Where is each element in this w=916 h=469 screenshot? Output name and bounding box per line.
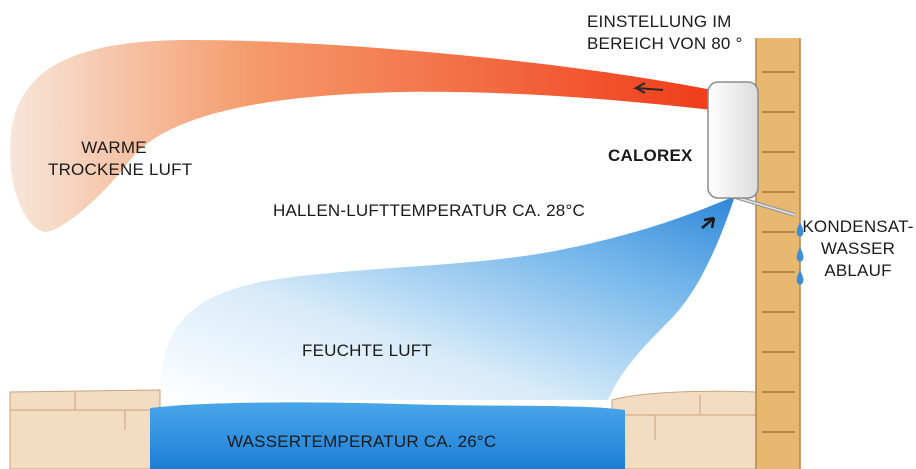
hall-temperature-label: HALLEN-LUFTTEMPERATUR CA. 28°C xyxy=(273,201,585,220)
setting-label: EINSTELLUNG IM BEREICH VON 80 ° xyxy=(587,12,743,53)
humid-air-label: FEUCHTE LUFT xyxy=(302,341,432,360)
condensate-label: KONDENSAT- WASSER ABLAUF xyxy=(802,217,914,280)
water-droplet-icon xyxy=(796,222,804,285)
right-pool-edge xyxy=(611,390,757,469)
humid-air-arrow xyxy=(701,216,716,229)
left-pool-edge xyxy=(9,389,161,469)
calorex-brand-label: CALOREX xyxy=(608,146,693,165)
warm-air-label: WARME TROCKENE LUFT xyxy=(48,138,193,179)
water-temperature-label: WASSERTEMPERATUR CA. 26°C xyxy=(227,432,497,451)
warm-air-arrow xyxy=(632,82,664,94)
brick-wall xyxy=(755,38,801,469)
humid-air-stream xyxy=(160,196,735,400)
dehumidifier-unit xyxy=(707,81,759,199)
warm-air-stream xyxy=(10,40,712,232)
pool-water xyxy=(150,402,625,469)
